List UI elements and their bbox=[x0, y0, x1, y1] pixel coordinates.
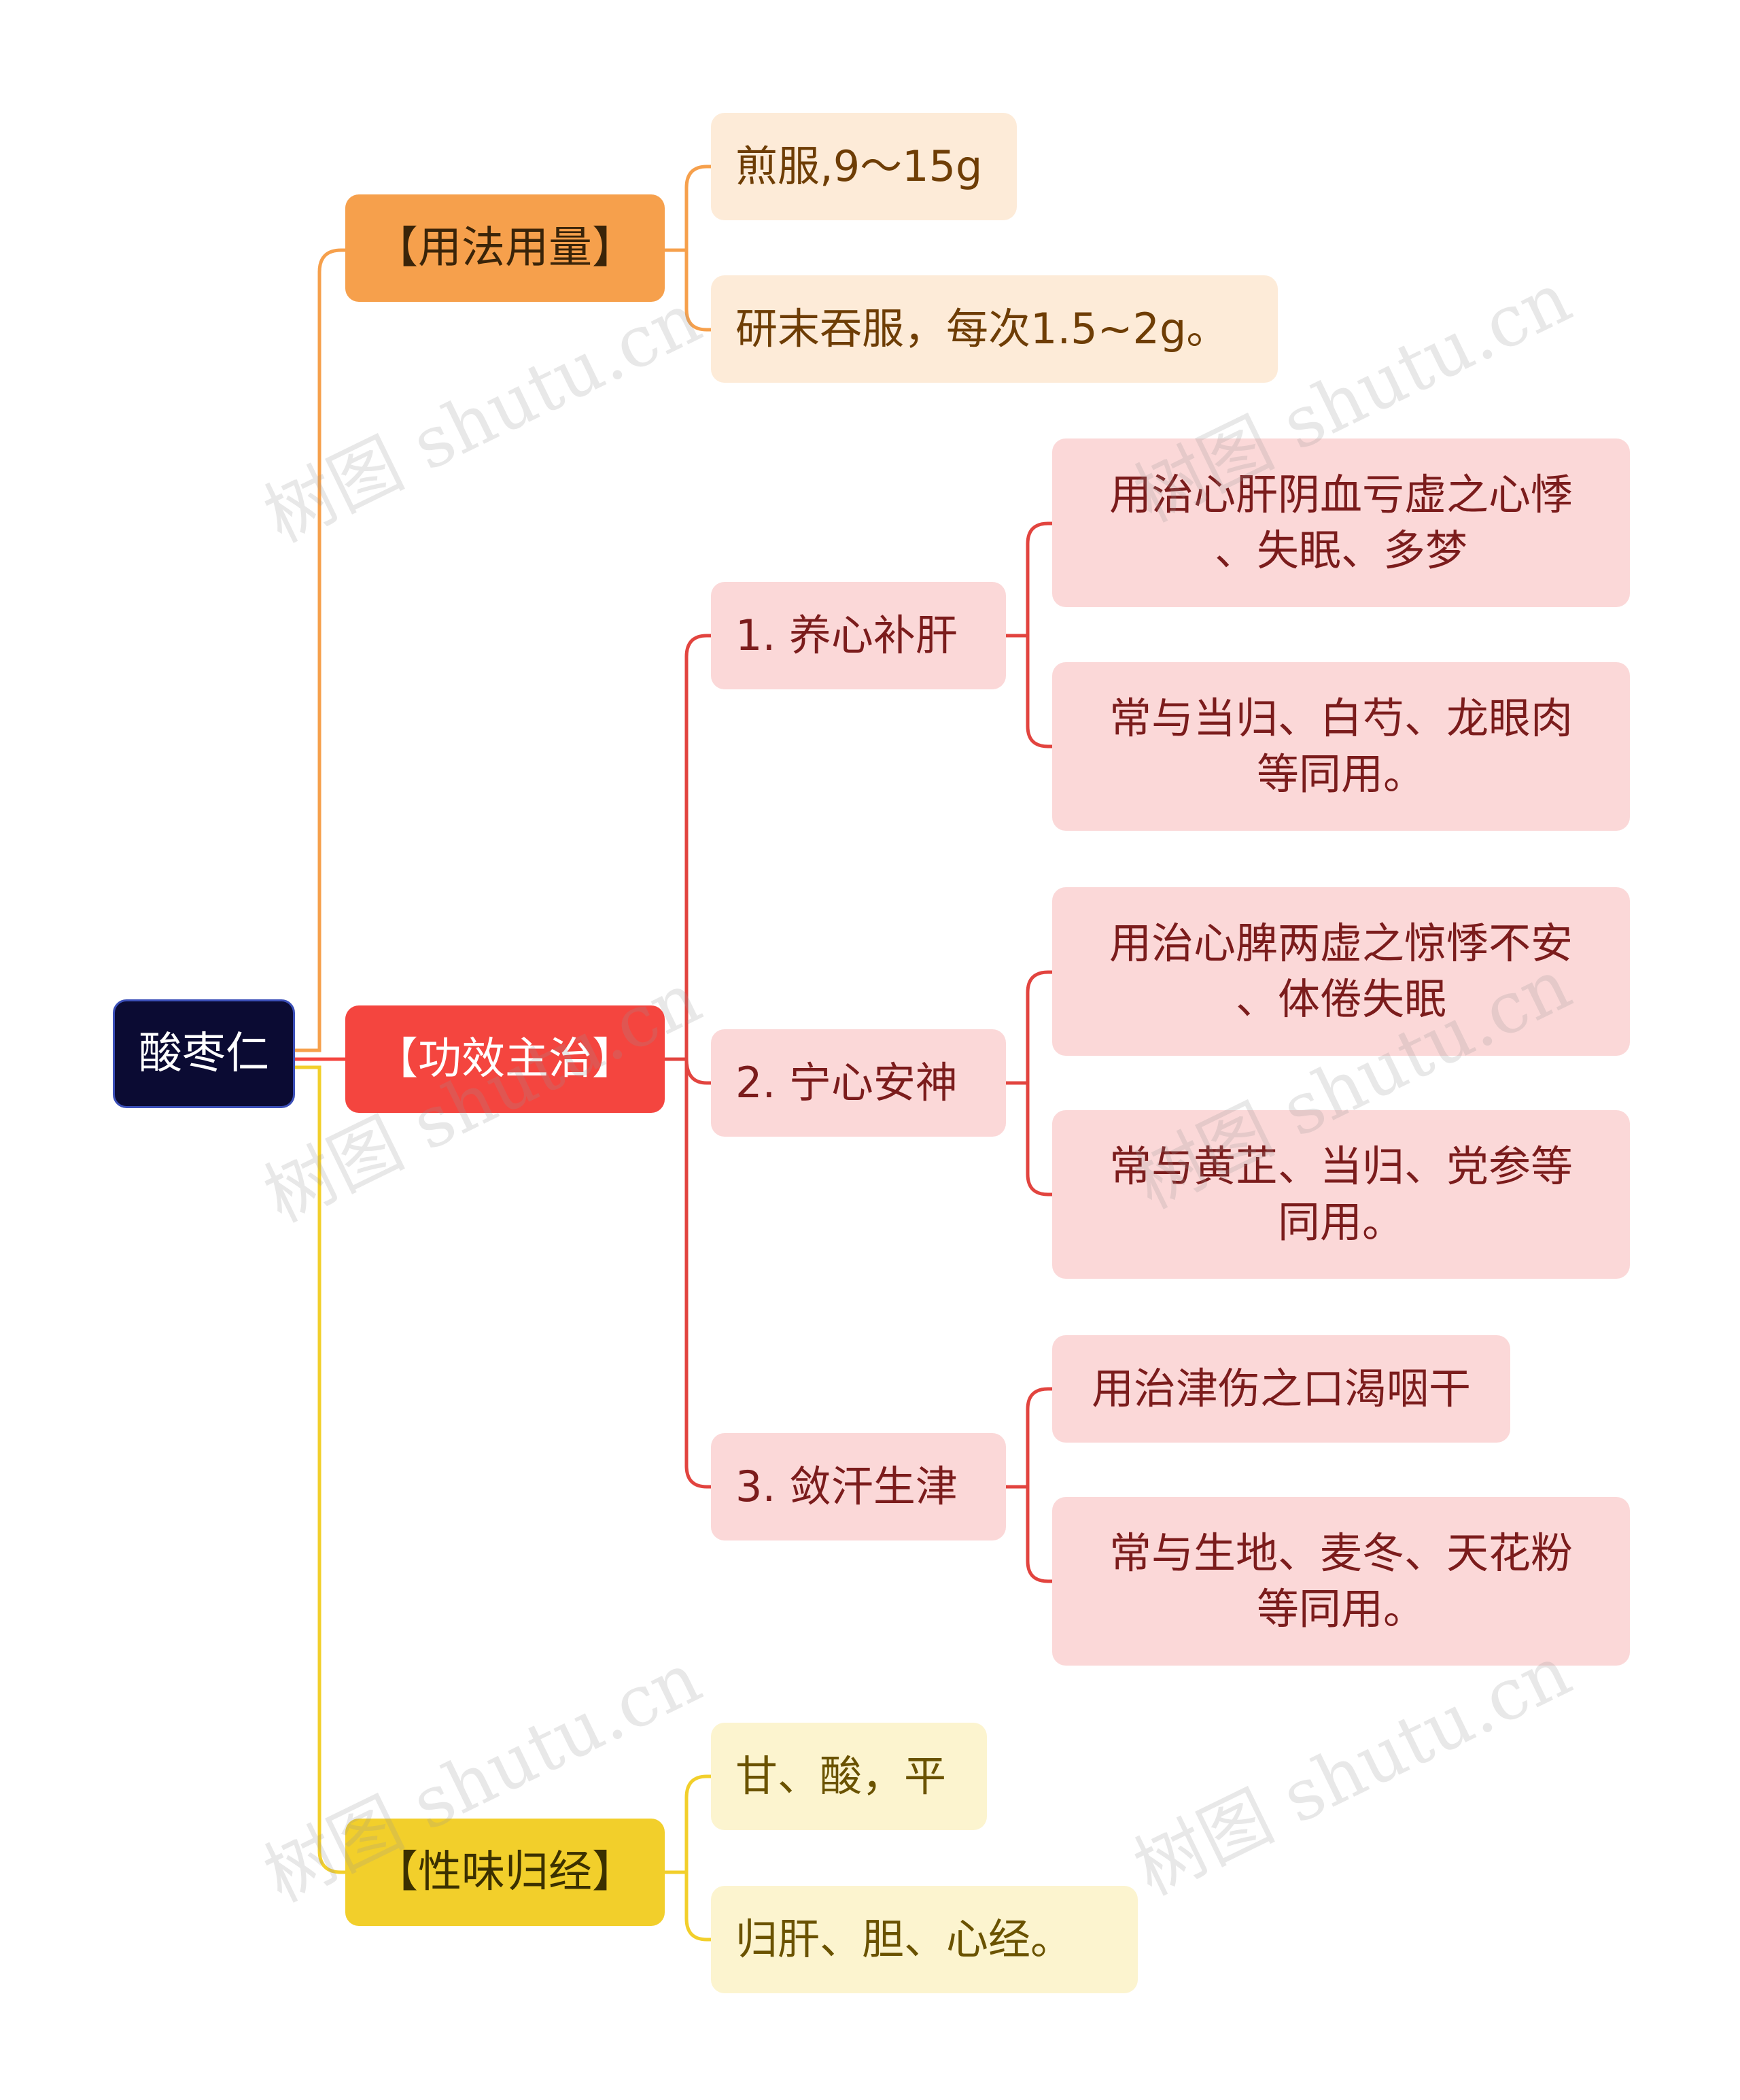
link-1-b bbox=[1026, 634, 1054, 748]
link-usage-dose bbox=[663, 165, 713, 252]
leaf-usage-powder-label: 研末吞服，每次1.5~2g。 bbox=[735, 304, 1229, 354]
effect-2-detail-b[interactable]: 常与黄芷、当归、党参等 同用。 bbox=[1052, 1110, 1630, 1279]
leaf-usage-dose-label: 煎服,9～15g bbox=[735, 141, 983, 192]
effect-3-detail-b-label: 常与生地、麦冬、天花粉 等同用。 bbox=[1109, 1528, 1573, 1634]
root-label: 酸枣仁 bbox=[139, 1028, 269, 1079]
link-2-a bbox=[1004, 970, 1054, 1085]
link-3-a bbox=[1004, 1387, 1054, 1489]
branch-nature[interactable]: 【性味归经】 bbox=[345, 1819, 665, 1926]
effect-item-1[interactable]: 1. 养心补肝 bbox=[711, 582, 1006, 689]
effect-1-detail-b[interactable]: 常与当归、白芍、龙眼肉 等同用。 bbox=[1052, 662, 1630, 831]
effect-3-detail-b[interactable]: 常与生地、麦冬、天花粉 等同用。 bbox=[1052, 1497, 1630, 1666]
leaf-nature-taste[interactable]: 甘、酸，平 bbox=[711, 1723, 987, 1830]
effect-item-3-label: 3. 敛汗生津 bbox=[735, 1462, 958, 1512]
effect-2-detail-a-label: 用治心脾两虚之惊悸不安 、体倦失眠 bbox=[1109, 918, 1573, 1024]
effect-2-detail-a[interactable]: 用治心脾两虚之惊悸不安 、体倦失眠 bbox=[1052, 887, 1630, 1056]
leaf-nature-taste-label: 甘、酸，平 bbox=[735, 1751, 947, 1802]
effect-3-detail-a[interactable]: 用治津伤之口渴咽干 bbox=[1052, 1335, 1510, 1443]
leaf-usage-powder[interactable]: 研末吞服，每次1.5~2g。 bbox=[711, 275, 1278, 383]
effect-1-detail-a-label: 用治心肝阴血亏虚之心悸 、失眠、多梦 bbox=[1109, 470, 1573, 575]
link-effects-1 bbox=[663, 634, 713, 1061]
leaf-nature-meridian-label: 归肝、胆、心经。 bbox=[735, 1914, 1073, 1965]
link-2-b bbox=[1026, 1081, 1054, 1197]
effect-3-detail-a-label: 用治津伤之口渴咽干 bbox=[1091, 1364, 1471, 1414]
link-3-b bbox=[1026, 1485, 1054, 1583]
branch-nature-label: 【性味归经】 bbox=[375, 1846, 636, 1897]
branch-effects-label: 【功效主治】 bbox=[375, 1033, 636, 1084]
effect-2-detail-b-label: 常与黄芷、当归、党参等 同用。 bbox=[1109, 1141, 1573, 1247]
branch-effects[interactable]: 【功效主治】 bbox=[345, 1005, 665, 1113]
effect-item-3[interactable]: 3. 敛汗生津 bbox=[711, 1433, 1006, 1540]
effect-1-detail-a[interactable]: 用治心肝阴血亏虚之心悸 、失眠、多梦 bbox=[1052, 438, 1630, 607]
leaf-usage-dose[interactable]: 煎服,9～15g bbox=[711, 113, 1017, 220]
branch-usage[interactable]: 【用法用量】 bbox=[345, 194, 665, 302]
link-nature-taste bbox=[663, 1774, 713, 1874]
link-nature-meridian bbox=[663, 1870, 713, 1942]
effect-item-2[interactable]: 2. 宁心安神 bbox=[711, 1029, 1006, 1137]
branch-usage-label: 【用法用量】 bbox=[375, 222, 636, 273]
link-usage-powder bbox=[663, 248, 713, 332]
link-root-nature bbox=[292, 1065, 347, 1874]
link-effects-3 bbox=[684, 1057, 713, 1489]
effect-1-detail-b-label: 常与当归、白芍、龙眼肉 等同用。 bbox=[1109, 693, 1573, 799]
effect-item-1-label: 1. 养心补肝 bbox=[735, 610, 958, 661]
effect-item-2-label: 2. 宁心安神 bbox=[735, 1058, 958, 1108]
leaf-nature-meridian[interactable]: 归肝、胆、心经。 bbox=[711, 1886, 1138, 1993]
link-root-usage bbox=[292, 248, 347, 1052]
root-node[interactable]: 酸枣仁 bbox=[113, 999, 295, 1108]
link-1-a bbox=[1004, 521, 1054, 638]
